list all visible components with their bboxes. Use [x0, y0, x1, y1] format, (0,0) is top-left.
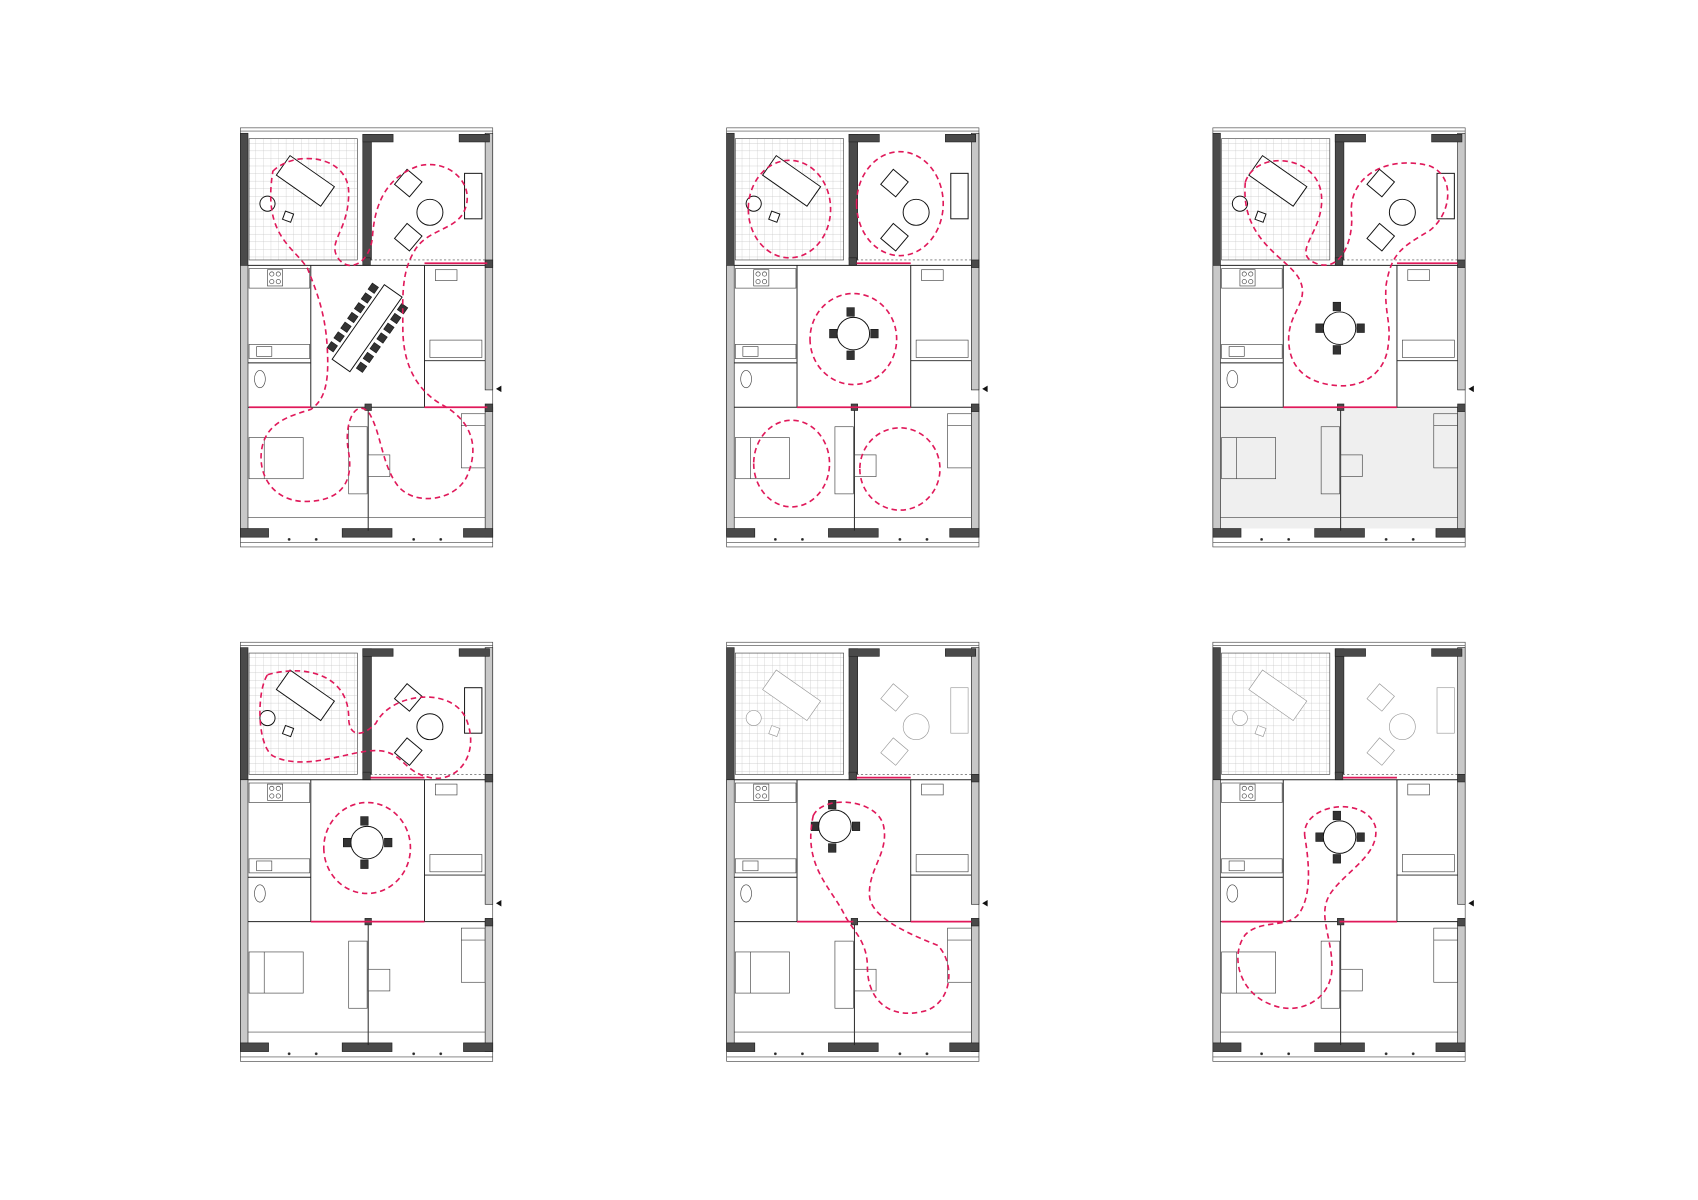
- activity-zone-outline: [809, 801, 950, 1015]
- chair: [1315, 832, 1324, 842]
- entrance-arrow-icon: [495, 899, 502, 907]
- floor-plan-5: [726, 641, 988, 1062]
- dining-table: [829, 307, 879, 360]
- chair: [828, 800, 837, 810]
- chair: [384, 837, 393, 848]
- chair: [1315, 323, 1324, 333]
- entrance-arrow-icon: [982, 899, 988, 907]
- activity-zone-outline: [747, 159, 832, 259]
- activity-zone-outline: [322, 801, 412, 895]
- entrance-arrow-icon: [1468, 385, 1474, 393]
- chair: [360, 292, 373, 304]
- shaded-bedrooms: [1220, 408, 1458, 529]
- chair: [326, 341, 338, 353]
- dining-table: [343, 816, 393, 869]
- round-table: [1322, 820, 1357, 854]
- chair: [369, 342, 381, 354]
- chair: [340, 321, 352, 333]
- chair: [870, 329, 879, 339]
- chair: [360, 816, 369, 826]
- entrance-arrow-icon: [982, 385, 988, 393]
- floor-plan-6: [1212, 641, 1474, 1062]
- chair: [383, 322, 395, 334]
- activity-zone-outline: [1237, 805, 1377, 1010]
- chair: [846, 350, 855, 360]
- entrance-arrow-icon: [495, 385, 502, 393]
- round-table: [818, 809, 852, 844]
- chair: [851, 821, 861, 831]
- chair: [1332, 345, 1341, 355]
- chair: [360, 859, 369, 869]
- dining-table: [810, 800, 861, 853]
- chair: [355, 361, 368, 373]
- chair: [1356, 832, 1365, 842]
- activity-zone-outline: [260, 157, 474, 503]
- chair: [828, 843, 837, 853]
- round-table: [350, 825, 384, 860]
- activity-zone-outline: [859, 427, 941, 511]
- chair: [1332, 301, 1341, 312]
- chair: [829, 329, 838, 339]
- activity-zone-outline: [752, 419, 831, 508]
- dining-table: [1315, 810, 1365, 864]
- round-table: [1322, 311, 1357, 345]
- dining-table: [1315, 301, 1365, 355]
- chair: [333, 331, 345, 343]
- floor-plan-4: [239, 641, 502, 1062]
- chair: [396, 303, 409, 315]
- floor-plan-1: [239, 127, 502, 548]
- chair: [846, 307, 855, 317]
- activity-zone-outline: [1244, 159, 1449, 387]
- activity-zone-outline: [855, 150, 945, 257]
- chair: [1356, 323, 1365, 333]
- long-table: [331, 284, 403, 373]
- chair: [343, 837, 352, 848]
- chair: [1332, 854, 1341, 864]
- floor-plan-3: [1212, 127, 1474, 548]
- apartment-layout: [726, 641, 980, 1062]
- dining-table: [326, 282, 409, 373]
- activity-zone-outline: [809, 292, 898, 386]
- floor-plan-2: [726, 127, 988, 548]
- chair: [376, 332, 388, 344]
- round-table: [836, 316, 871, 351]
- chair: [1332, 810, 1341, 821]
- chair: [362, 351, 375, 364]
- chair: [367, 282, 379, 294]
- chair: [810, 821, 819, 831]
- entrance-arrow-icon: [1468, 899, 1474, 907]
- chair: [353, 302, 366, 314]
- chair: [347, 311, 359, 324]
- chair: [390, 312, 402, 325]
- activity-zone-outline: [259, 670, 472, 780]
